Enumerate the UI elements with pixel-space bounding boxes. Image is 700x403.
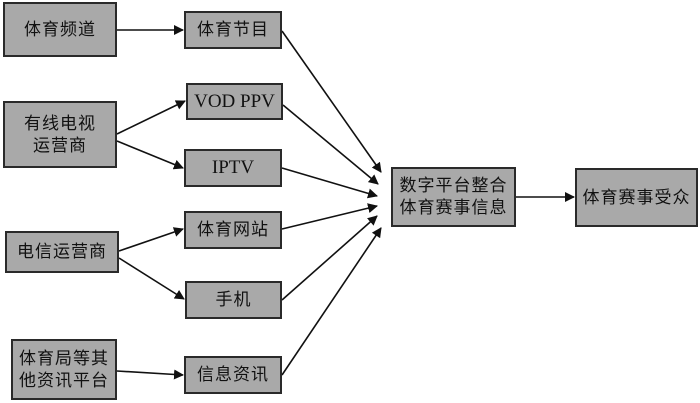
node-news-info: 信息资讯: [184, 356, 282, 394]
node-label: 体育网站: [197, 220, 269, 240]
node-vod-ppv: VOD PPV: [186, 83, 283, 120]
node-mobile-phone: 手机: [185, 281, 282, 319]
node-label: 手机: [215, 290, 252, 310]
node-cable-tv-operator: 有线电视 运营商: [3, 101, 117, 168]
arrow-iptv-to-hub: [281, 167, 378, 199]
arrow-telecom-to-sports-website: [118, 227, 184, 252]
arrow-telecom-to-mobile-phone: [118, 257, 185, 300]
node-iptv: IPTV: [184, 149, 282, 187]
node-digital-platform: 数字平台整合 体育赛事信息: [391, 167, 516, 227]
arrow-sports-programs-to-hub: [281, 30, 382, 173]
arrow-mobile-phone-to-hub: [281, 215, 378, 301]
node-label: 电信运营商: [17, 242, 107, 262]
node-label: 体育局等其 他资讯平台: [19, 348, 109, 391]
arrow-vod-ppv-to-hub: [282, 104, 379, 185]
node-label: 有线电视 运营商: [24, 113, 96, 156]
node-sports-website: 体育网站: [184, 211, 282, 249]
node-label: IPTV: [211, 157, 255, 178]
node-sports-channel: 体育频道: [3, 2, 117, 57]
arrow-cable-tv-to-iptv: [116, 140, 184, 170]
node-label: VOD PPV: [194, 90, 275, 112]
node-sports-programs: 体育节目: [184, 11, 282, 49]
arrow-sports-website-to-hub: [281, 203, 378, 230]
node-sports-bureau-platforms: 体育局等其 他资讯平台: [11, 339, 117, 400]
node-label: 体育节目: [197, 20, 269, 40]
arrow-news-info-to-hub: [281, 227, 382, 376]
arrow-sports-bureau-to-news-info: [116, 369, 184, 380]
node-telecom-operator: 电信运营商: [5, 231, 119, 273]
arrow-cable-tv-to-vod-ppv: [116, 100, 186, 135]
node-sports-audience: 体育赛事受众: [575, 168, 698, 227]
node-label: 体育赛事受众: [582, 187, 691, 208]
node-label: 数字平台整合 体育赛事信息: [399, 176, 508, 218]
node-label: 信息资讯: [197, 365, 269, 385]
node-label: 体育频道: [24, 19, 96, 40]
